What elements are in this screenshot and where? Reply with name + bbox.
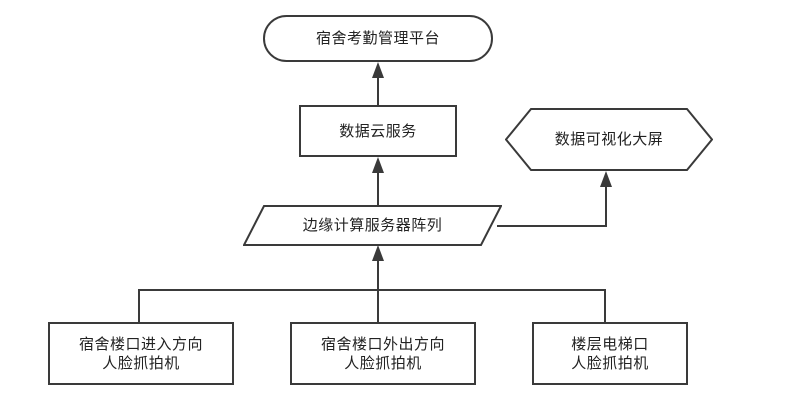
edge-cloud-to-platform — [372, 62, 384, 105]
node-big-screen-label: 数据可视化大屏 — [554, 130, 664, 148]
node-big-screen[interactable]: 数据可视化大屏 — [505, 108, 713, 171]
node-camera-entry-label: 宿舍楼口进入方向 人脸抓拍机 — [78, 334, 203, 372]
hexagon-shape — [505, 108, 713, 171]
edge-cameras-to-array — [138, 245, 606, 322]
node-camera-elevator-label: 楼层电梯口 人脸抓拍机 — [571, 334, 649, 372]
node-cloud-service-label: 数据云服务 — [339, 121, 417, 140]
edge-array-to-cloud — [372, 157, 384, 205]
node-edge-server-array-label: 边缘计算服务器阵列 — [302, 216, 443, 234]
node-platform[interactable]: 宿舍考勤管理平台 — [263, 15, 493, 62]
node-edge-server-array[interactable]: 边缘计算服务器阵列 — [243, 205, 502, 246]
node-camera-entry[interactable]: 宿舍楼口进入方向 人脸抓拍机 — [48, 322, 234, 385]
parallelogram-shape — [243, 205, 502, 246]
node-platform-label: 宿舍考勤管理平台 — [315, 29, 440, 47]
edge-array-to-bigscreen — [497, 171, 612, 227]
node-cloud-service[interactable]: 数据云服务 — [299, 105, 457, 157]
node-camera-exit[interactable]: 宿舍楼口外出方向 人脸抓拍机 — [290, 322, 476, 385]
node-camera-elevator[interactable]: 楼层电梯口 人脸抓拍机 — [532, 322, 688, 385]
node-camera-exit-label: 宿舍楼口外出方向 人脸抓拍机 — [320, 334, 445, 372]
